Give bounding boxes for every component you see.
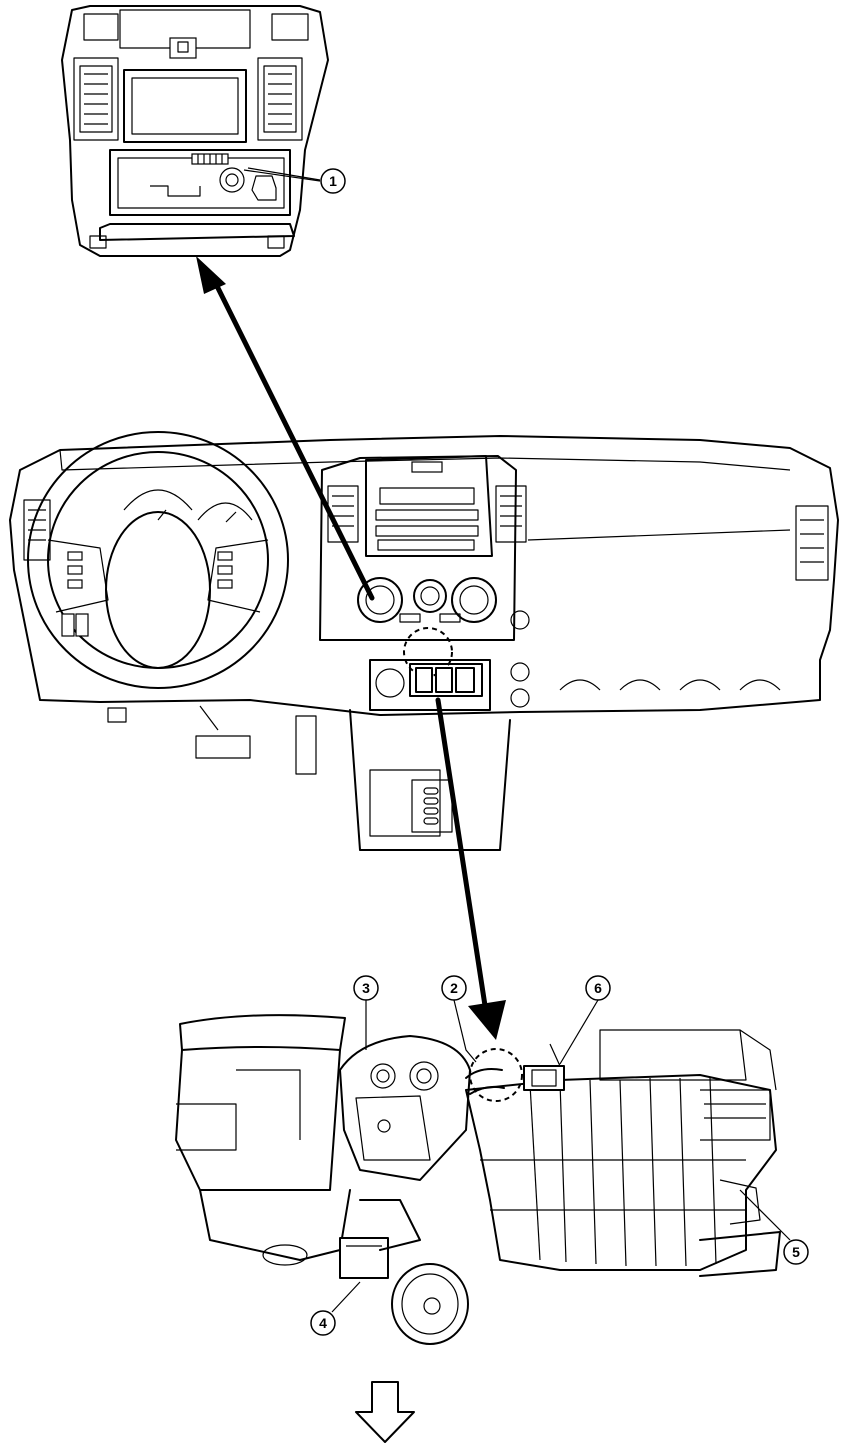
callout-5-label: 5 bbox=[792, 1244, 800, 1260]
callout-4: 4 bbox=[310, 1310, 336, 1336]
callout-1-label: 1 bbox=[329, 173, 337, 189]
leader-lines bbox=[243, 169, 791, 1313]
heater-cooling-unit bbox=[175, 1014, 781, 1345]
continue-down-arrow-icon bbox=[355, 1381, 415, 1443]
callout-5: 5 bbox=[783, 1239, 809, 1265]
callout-2-label: 2 bbox=[450, 980, 458, 996]
callout-4-label: 4 bbox=[319, 1315, 327, 1331]
callout-6: 6 bbox=[585, 975, 611, 1001]
arrow-to-heater-unit bbox=[435, 697, 506, 1040]
callout-6-label: 6 bbox=[594, 980, 602, 996]
dashboard-view bbox=[9, 431, 839, 851]
callout-3: 3 bbox=[353, 975, 379, 1001]
control-unit-rear-view bbox=[61, 5, 329, 257]
arrow-to-control-unit bbox=[196, 256, 375, 601]
callout-2: 2 bbox=[441, 975, 467, 1001]
callout-3-label: 3 bbox=[362, 980, 370, 996]
callout-1: 1 bbox=[320, 168, 346, 194]
